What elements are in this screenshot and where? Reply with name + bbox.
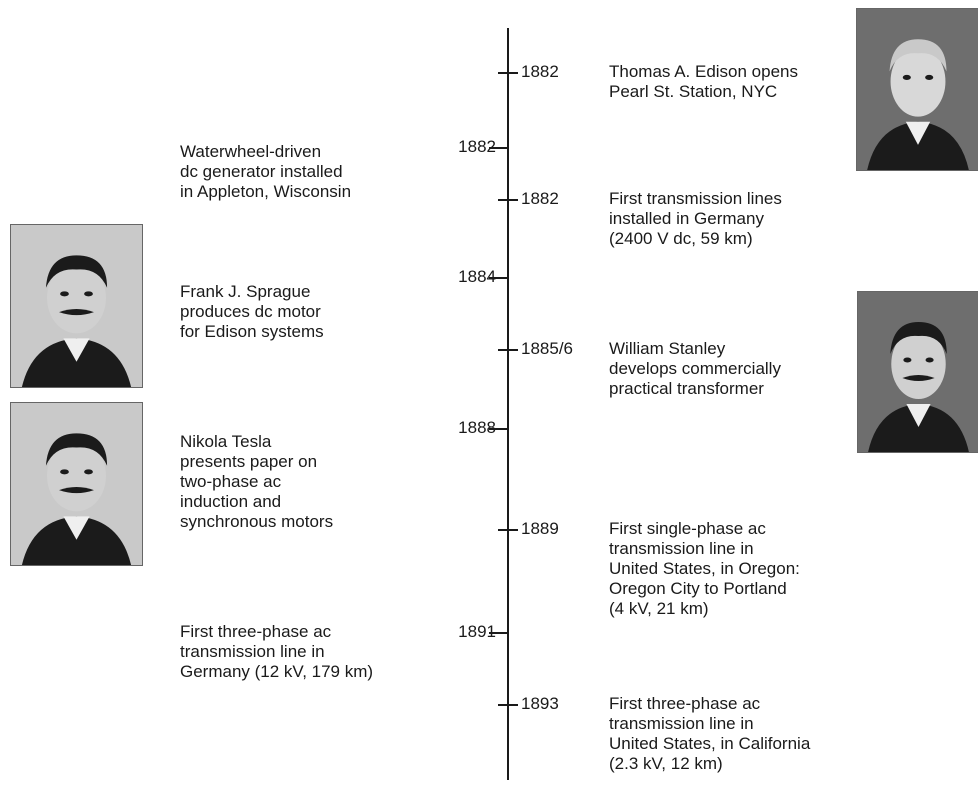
event-description-line: First transmission lines [609,189,782,208]
event-description-line: produces dc motor [180,302,321,321]
event-description-line: practical transformer [609,379,764,398]
event-description-line: two-phase ac [180,472,282,491]
stanley-portrait [857,291,978,453]
event-description-line: Thomas A. Edison opens [609,62,799,81]
event-description-line: First three-phase ac [180,622,332,641]
event-description-line: First three-phase ac [609,694,761,713]
timeline-tick [489,147,509,149]
event-description-line: Frank J. Sprague [180,282,311,301]
event-description-line: Pearl St. Station, NYC [609,82,778,101]
event-description-line: transmission line in [609,539,754,558]
event-description-line: dc generator installed [180,162,343,181]
event-description-line: United States, in Oregon: [609,559,800,578]
timeline-tick [489,428,509,430]
event-description-line: develops commercially [609,359,781,378]
tesla-portrait [10,402,143,566]
event-description-line: William Stanley [609,339,726,358]
event-description-line: installed in Germany [609,209,764,228]
edison-portrait [856,8,978,171]
timeline-tick [498,529,518,531]
timeline-tick [498,704,518,706]
sprague-portrait [10,224,143,388]
timeline-tick [489,632,509,634]
event-year: 1888 [458,418,496,437]
event-description-line: First single-phase ac [609,519,766,538]
event-description-line: presents paper on [180,452,318,471]
timeline-axis [507,28,509,780]
event-description-line: (4 kV, 21 km) [609,599,709,618]
event-year: 1882 [458,137,496,156]
event-description-line: (2400 V dc, 59 km) [609,229,753,248]
event-year: 1882 [521,62,559,81]
event-description-line: synchronous motors [180,512,334,531]
event-description-line: transmission line in [180,642,325,661]
event-description-line: in Appleton, Wisconsin [180,182,352,201]
event-description-line: induction and [180,492,282,511]
event-description-line: United States, in California [609,734,811,753]
timeline-tick [498,199,518,201]
event-description-line: (2.3 kV, 12 km) [609,754,723,773]
timeline-tick [498,72,518,74]
event-description-line: Germany (12 kV, 179 km) [180,662,374,681]
event-description-line: Oregon City to Portland [609,579,787,598]
event-year: 1882 [521,189,559,208]
event-description-line: Nikola Tesla [180,432,272,451]
event-description-line: transmission line in [609,714,754,733]
event-description-line: for Edison systems [180,322,324,341]
event-year: 1891 [458,622,496,641]
event-year: 1889 [521,519,559,538]
timeline-tick [489,277,509,279]
event-year: 1884 [458,267,496,286]
timeline-tick [498,349,518,351]
event-year: 1893 [521,694,559,713]
event-year: 1885/6 [521,339,573,358]
event-description-line: Waterwheel-driven [180,142,322,161]
